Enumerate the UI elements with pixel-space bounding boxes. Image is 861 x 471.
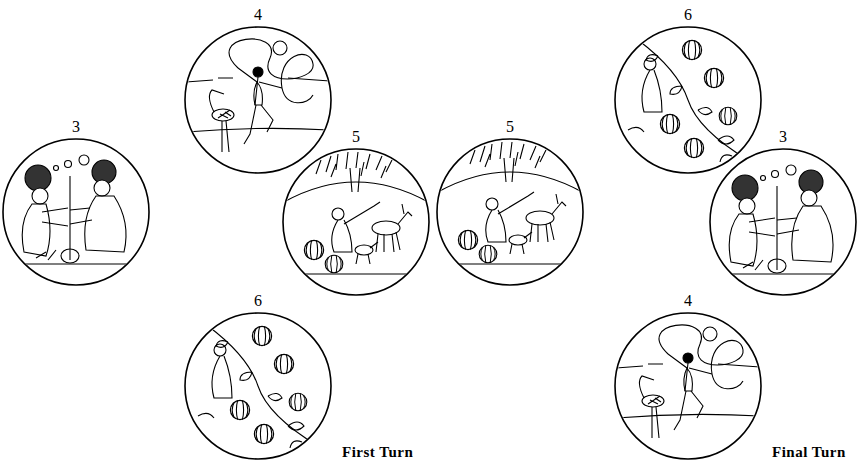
turn-number: 3: [709, 128, 857, 146]
circle-border: [710, 149, 856, 295]
scene-circle: 4: [614, 312, 762, 460]
circle-border: [185, 313, 331, 459]
scene-circle: 3: [709, 148, 857, 296]
scene: [198, 326, 318, 448]
circle-border: [437, 139, 583, 285]
circle-border: [283, 149, 429, 295]
circle-border: [615, 27, 761, 173]
turn-number: 4: [614, 292, 762, 310]
scene-circle: 6: [614, 26, 762, 174]
turn-number: 5: [282, 128, 430, 146]
scene: [723, 165, 843, 274]
scene-circle: 3: [2, 138, 150, 286]
circle-outline: [436, 138, 584, 286]
turn-number: 6: [184, 292, 332, 310]
turn-number: 6: [614, 6, 762, 24]
scene: [616, 325, 760, 438]
circle-outline: [282, 148, 430, 296]
turn-caption: First Turn: [342, 443, 413, 461]
circle-outline: [709, 148, 857, 296]
circle-outline: [614, 26, 762, 174]
scene-circle: 4: [184, 26, 332, 174]
circle-border: [185, 27, 331, 173]
scene: [628, 40, 748, 162]
circle-outline: [184, 312, 332, 460]
turn-number: 3: [2, 118, 150, 136]
circle-outline: [184, 26, 332, 174]
scene-circle: 6: [184, 312, 332, 460]
turn-caption: Final Turn: [772, 443, 846, 461]
circle-border: [615, 313, 761, 459]
scene-circle: 5: [282, 148, 430, 296]
scene: [16, 155, 136, 264]
scene: [186, 39, 330, 152]
circle-outline: [2, 138, 150, 286]
circle-outline: [614, 312, 762, 460]
scene-circle: 5: [436, 138, 584, 286]
turn-number: 5: [436, 118, 584, 136]
turn-number: 4: [184, 6, 332, 24]
circle-border: [3, 139, 149, 285]
